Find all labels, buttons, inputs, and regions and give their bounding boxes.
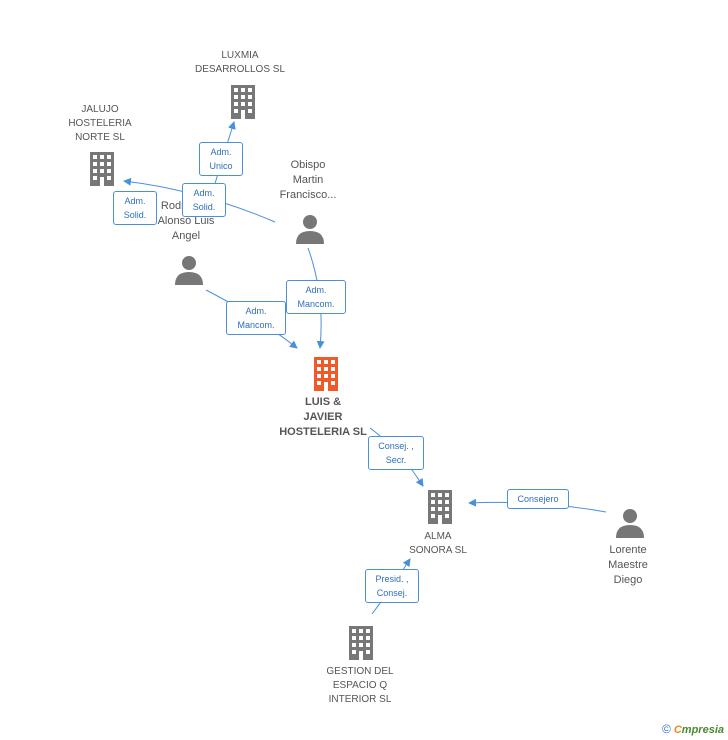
relation-badge-consej-secr[interactable]: Consej. , Secr. bbox=[368, 436, 424, 470]
obispo-label: Obispo Martin Francisco... bbox=[279, 159, 337, 201]
person-icon[interactable] bbox=[174, 255, 204, 285]
copyright-icon: © bbox=[661, 722, 671, 736]
brand-logo[interactable]: Cmpresia bbox=[673, 724, 724, 736]
relation-badge-presid-consej[interactable]: Presid. , Consej. bbox=[365, 569, 419, 603]
luis-javier-label: LUIS & JAVIER HOSTELERIA SL bbox=[279, 396, 367, 438]
alma-label: ALMA SONORA SL bbox=[409, 531, 467, 556]
relation-badge-adm-solid[interactable]: Adm. Solid. bbox=[113, 191, 157, 225]
luxmia-label: LUXMIA DESARROLLOS SL bbox=[194, 50, 286, 75]
brand-footer: © Cmpresia bbox=[662, 722, 724, 736]
relation-badge-adm-unico[interactable]: Adm. Unico bbox=[199, 142, 243, 176]
person-icon[interactable] bbox=[295, 214, 325, 244]
lorente-label: Lorente Maestre Diego bbox=[608, 544, 648, 586]
relation-badge-adm-mancom[interactable]: Adm. Mancom. bbox=[226, 301, 286, 335]
building-icon[interactable] bbox=[311, 357, 341, 391]
relation-badge-consejero[interactable]: Consejero bbox=[507, 489, 569, 509]
building-icon[interactable] bbox=[87, 152, 117, 186]
relation-badge-adm-mancom[interactable]: Adm. Mancom. bbox=[286, 280, 346, 314]
gestion-label: GESTION DEL ESPACIO Q INTERIOR SL bbox=[326, 666, 394, 705]
relation-badge-adm-solid[interactable]: Adm. Solid. bbox=[182, 183, 226, 217]
person-icon[interactable] bbox=[615, 508, 645, 538]
building-icon[interactable] bbox=[346, 626, 376, 660]
building-icon[interactable] bbox=[425, 490, 455, 524]
building-icon[interactable] bbox=[228, 85, 258, 119]
jalujo-label: JALUJO HOSTELERIA NORTE SL bbox=[68, 104, 132, 143]
